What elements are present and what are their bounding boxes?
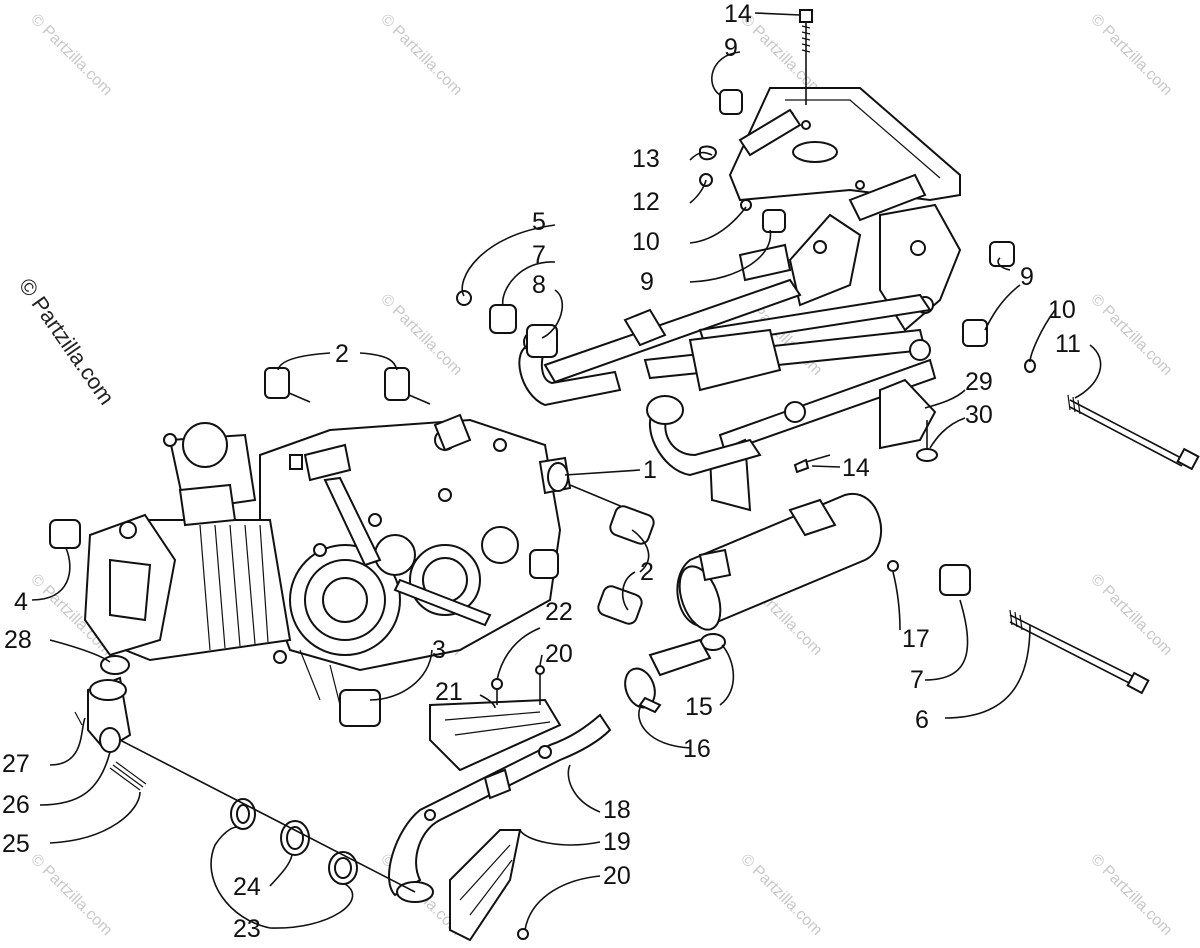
callout-labels: 14 9 13 12 10 9 5 7 8 9 10 11 2 29 30 1 … [2,0,1081,943]
engine-mount-frame [518,87,962,512]
callout-label: 16 [683,735,711,763]
watermark: © Partzilla.com [27,851,115,939]
callout-label: 20 [545,640,573,668]
callout-label: 15 [685,693,713,721]
callout-label: 20 [603,862,631,890]
frame-hardware [456,9,1200,474]
engine-mount-parts [49,367,655,727]
callout-label: 2 [335,340,349,368]
side-watermark: © Partzilla.com [14,274,120,410]
callout-label: 28 [4,626,32,654]
callout-label: 5 [532,208,546,236]
leader-lines [31,12,1102,931]
callout-label: 2 [640,558,654,586]
callout-label: 6 [915,706,929,734]
callout-label: 10 [1048,296,1076,324]
callout-label: 23 [233,915,261,943]
watermark: © Partzilla.com [1087,571,1175,659]
watermark: © Partzilla.com [737,851,825,939]
callout-label: 3 [432,636,446,664]
callout-label: 19 [603,828,631,856]
callout-label: 13 [632,145,660,173]
engine [83,413,562,706]
callout-label: 8 [532,271,546,299]
callout-label: 7 [910,666,924,694]
callout-label: 22 [545,598,573,626]
callout-label: 21 [435,678,463,706]
watermark: © Partzilla.com [377,291,465,379]
watermark: © Partzilla.com [1087,851,1175,939]
callout-label: 10 [632,228,660,256]
callout-label: 18 [603,796,631,824]
watermark: © Partzilla.com [27,11,115,99]
callout-label: 14 [842,454,870,482]
callout-label: 1 [643,456,657,484]
callout-label: 11 [1055,330,1081,358]
callout-label: 4 [14,588,28,616]
callout-label: 14 [724,0,752,28]
callout-label: 9 [640,268,654,296]
callout-label: 26 [2,791,30,819]
callout-label: 29 [965,368,993,396]
callout-label: 7 [532,241,546,269]
callout-label: 17 [902,625,930,653]
callout-label: 27 [2,750,30,778]
callout-label: 30 [965,401,993,429]
watermark: © Partzilla.com [377,11,465,99]
callout-label: 9 [724,34,738,62]
exhaust-system [74,492,1150,942]
callout-label: 12 [632,188,660,216]
callout-label: 24 [233,873,261,901]
watermark: © Partzilla.com [1087,11,1175,99]
callout-label: 9 [1020,263,1034,291]
callout-label: 25 [2,830,30,858]
